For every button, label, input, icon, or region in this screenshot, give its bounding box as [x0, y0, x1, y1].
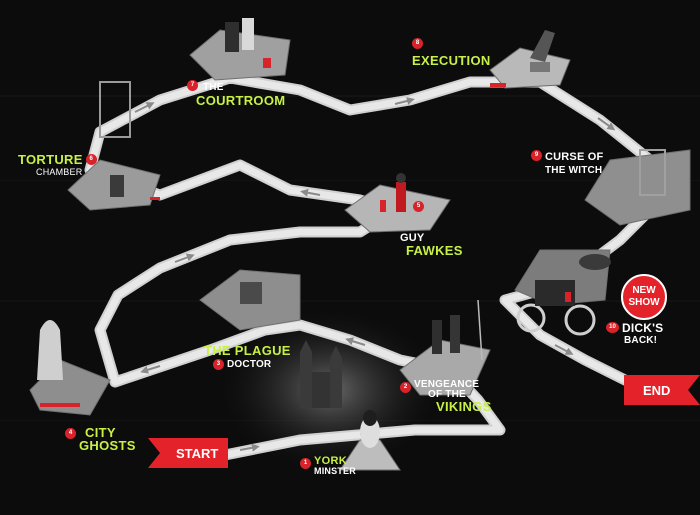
stop-number: 10: [606, 322, 619, 334]
stop-city-ghosts[interactable]: 4 CITY GHOSTS: [62, 426, 136, 452]
arrow-icon: [394, 97, 415, 105]
arrow-icon: [345, 337, 366, 346]
courtroom-icon: [189, 29, 291, 81]
stop-title: THE PLAGUE: [204, 343, 291, 358]
arrow-icon: [300, 188, 321, 197]
stop-title-2: GHOSTS: [79, 438, 136, 453]
witch-icon: [584, 149, 691, 226]
stop-subtitle: MINSTER: [314, 466, 356, 476]
stop-number: 3: [213, 359, 224, 370]
red-accents: [40, 58, 571, 407]
arrow-icon: [597, 117, 616, 131]
stop-title: VIKINGS: [436, 399, 492, 414]
arrow-icon: [554, 344, 574, 355]
stop-title: CITY: [85, 425, 116, 440]
stop-subtitle: VENGEANCE: [414, 379, 480, 390]
stop-number: 7: [187, 80, 198, 92]
stop-number: 5: [413, 201, 424, 212]
stop-subtitle: CURSE OF: [545, 151, 604, 163]
end-label: END: [643, 383, 671, 398]
arrow-icon: [134, 102, 155, 113]
stop-title: FAWKES: [406, 243, 463, 258]
badge-line-1: NEW: [632, 285, 656, 296]
stop-york-minster[interactable]: 1 YORK MINSTER: [297, 456, 356, 476]
badge-line-2: SHOW: [628, 297, 660, 308]
stop-number: 2: [400, 382, 411, 394]
stop-execution[interactable]: 8 EXECUTION: [412, 36, 491, 67]
stop-number: 6: [85, 154, 97, 166]
stop-title: YORK: [314, 455, 347, 467]
start-banner-shape: [148, 438, 228, 468]
stop-the-courtroom[interactable]: 7 THE COURTROOM: [184, 78, 285, 107]
nun-icon: [339, 439, 401, 471]
stop-subtitle-2: THE WITCH: [545, 165, 603, 176]
start-label: START: [176, 446, 219, 461]
stop-title: EXECUTION: [412, 53, 491, 68]
stop-subtitle: GUY: [400, 232, 425, 244]
scene-platforms: [29, 29, 691, 471]
stop-subtitle-2: OF THE: [428, 389, 466, 400]
stop-guy-fawkes[interactable]: GUY FAWKES: [400, 232, 463, 258]
end-banner-shape: [624, 375, 700, 405]
new-show-badge: NEW SHOW: [621, 274, 667, 320]
stop-subtitle: THE: [203, 82, 224, 93]
arrow-icon: [140, 365, 161, 374]
stop-number: 4: [65, 428, 76, 440]
stop-title: TORTURE: [18, 152, 83, 167]
stop-vengeance-of-the-vikings[interactable]: 2 VENGEANCE OF THE VIKINGS: [397, 380, 492, 413]
stop-subtitle-text: DOCTOR: [227, 359, 272, 371]
stop-subtitle: CHAMBER: [36, 167, 83, 177]
stop-number-badge: 1: [297, 456, 314, 472]
arrow-icon: [239, 443, 260, 452]
arrow-icon: [174, 253, 195, 263]
stop-number: 8: [412, 38, 423, 50]
stop-number: 9: [531, 150, 542, 162]
stop-number: 1: [300, 458, 311, 470]
stop-subtitle: BACK!: [624, 335, 658, 346]
stop-title: COURTROOM: [196, 93, 286, 108]
stop-title: DICK'S: [622, 321, 664, 335]
